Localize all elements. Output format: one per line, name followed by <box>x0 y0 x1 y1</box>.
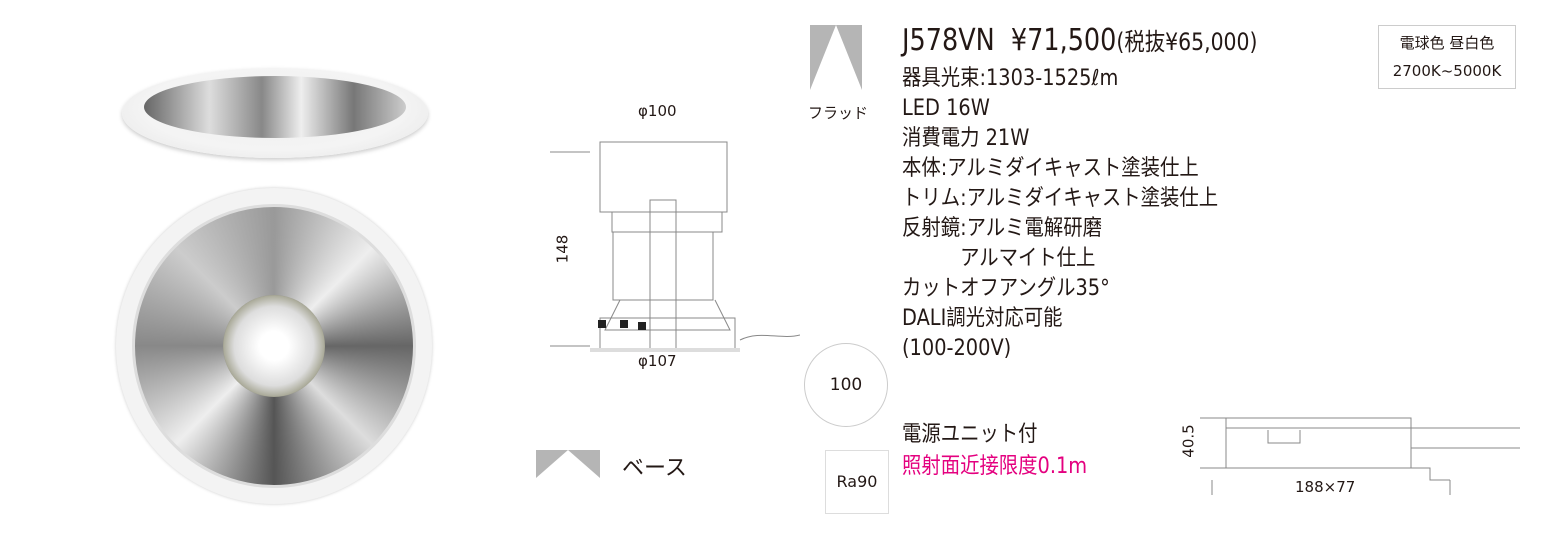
spec-item: 反射鏡:アルミ電解研磨 <box>902 216 1102 241</box>
top-diameter: φ100 <box>638 102 677 120</box>
power-unit: 電源ユニット付 <box>902 422 1038 447</box>
spec-list: 器具光束:1303-1525ℓm LED 16W 消費電力 21W 本体:アルミ… <box>902 64 1261 364</box>
unit-height: 40.5 <box>1179 424 1198 458</box>
product-photo-side <box>122 68 428 158</box>
product-photo-front <box>116 188 432 504</box>
spec-item: アルマイト仕上 <box>902 246 1096 271</box>
cutout-circle: 100 <box>804 343 888 427</box>
flood-beam-icon <box>810 25 862 90</box>
title-line: J578VN ¥71,500(税抜¥65,000) <box>902 22 1257 58</box>
height-dim: 148 <box>553 234 572 264</box>
spec-item: カットオフアングル35° <box>902 276 1110 301</box>
price: ¥71,500 <box>1010 23 1117 58</box>
spec-item: トリム:アルミダイキャスト塗装仕上 <box>902 186 1219 211</box>
ra-value: Ra90 <box>836 472 878 491</box>
power-unit-drawing <box>1200 417 1520 495</box>
base-beam-icon <box>536 450 600 514</box>
ra-badge: Ra90 <box>825 450 889 514</box>
dimension-drawing <box>550 141 800 352</box>
bottom-diameter: φ107 <box>638 352 677 370</box>
spec-item: 本体:アルミダイキャスト塗装仕上 <box>902 156 1199 181</box>
color-temp-badge: 電球色 昼白色 2700K~5000K <box>1378 25 1516 89</box>
price-ex-tax: (税抜¥65,000) <box>1116 28 1258 56</box>
unit-size: 188×77 <box>1295 478 1356 496</box>
min-distance: 照射面近接限度0.1m <box>902 454 1088 479</box>
spec-item: (100-200V) <box>902 336 1012 361</box>
color-names: 電球色 昼白色 <box>1399 34 1495 52</box>
spec-item: 器具光束:1303-1525ℓm <box>902 66 1119 91</box>
spec-item: LED 16W <box>902 96 990 121</box>
base-label: ベース <box>622 456 687 481</box>
spec-item: DALI調光対応可能 <box>902 306 1063 331</box>
flood-label: フラッド <box>808 104 869 122</box>
model-number: J578VN <box>902 23 995 58</box>
cutout-size: 100 <box>829 375 863 395</box>
color-temps: 2700K~5000K <box>1392 62 1502 80</box>
spec-item: 消費電力 21W <box>902 126 1030 151</box>
